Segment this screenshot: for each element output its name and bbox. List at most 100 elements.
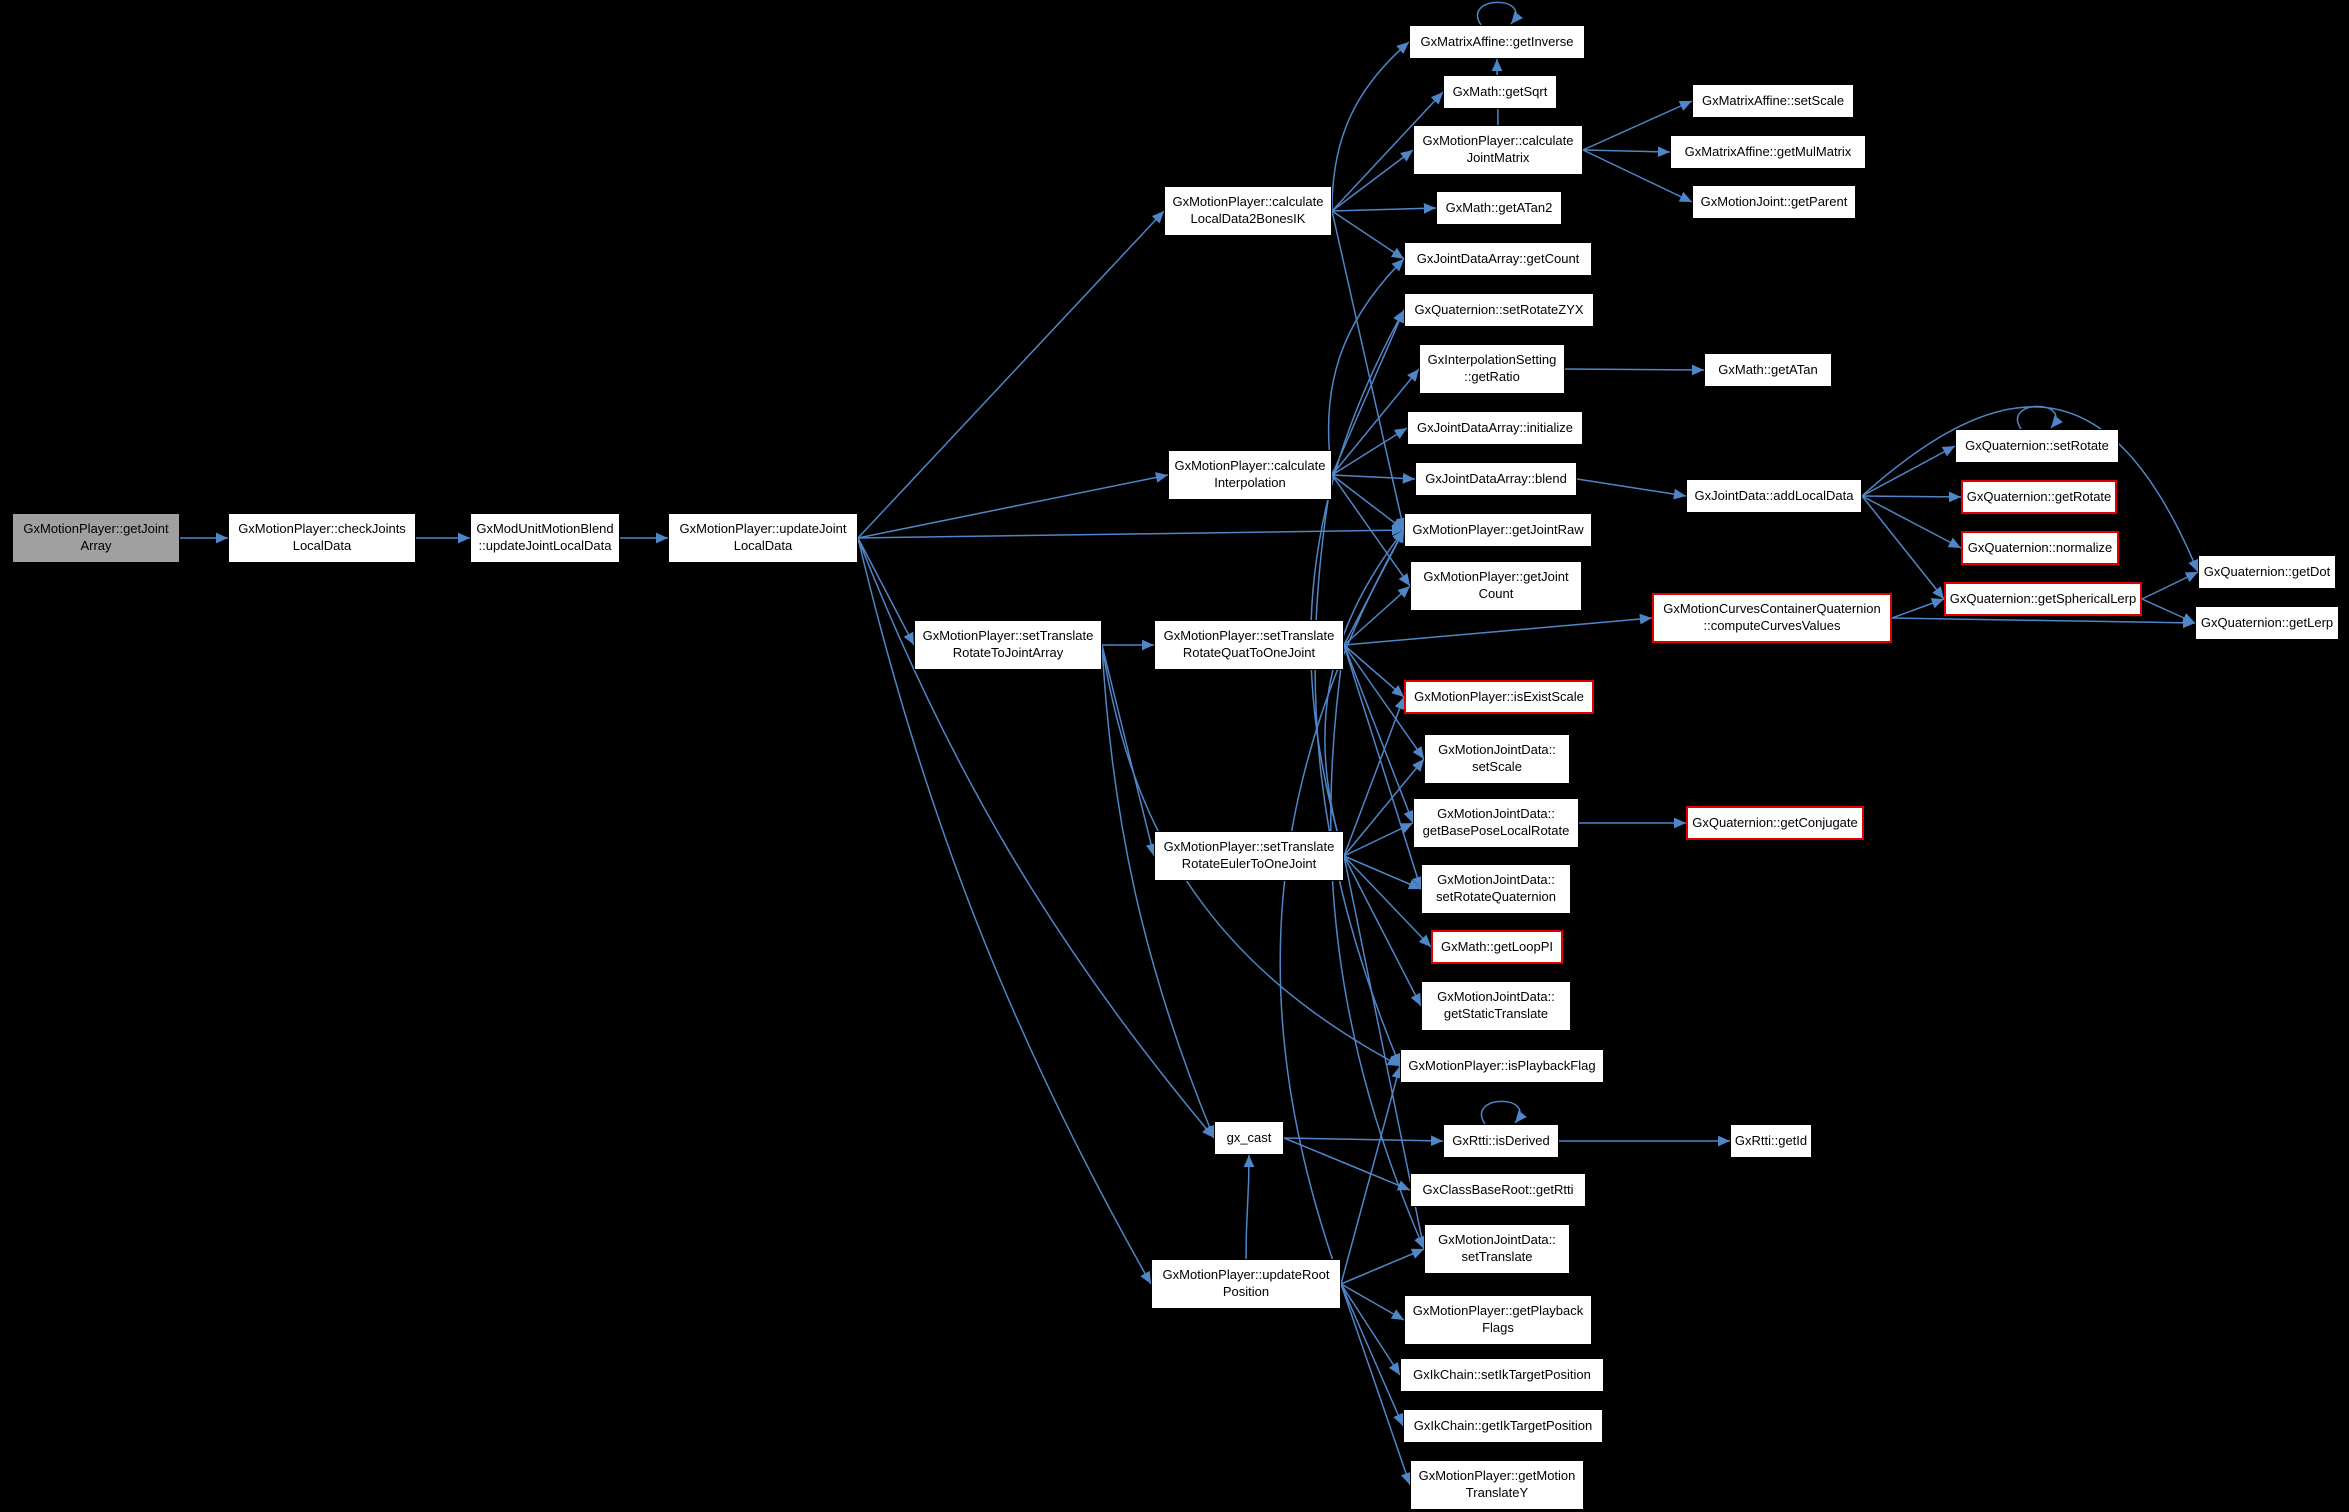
node-gxmotionplayer-checkjoints-localdata[interactable]: GxMotionPlayer::checkJoints LocalData [228, 513, 416, 563]
edge-n8-n23 [1343, 644, 1405, 698]
edge-n14-n38 [1582, 146, 1671, 158]
node-gxquaternion-setrotate[interactable]: GxQuaternion::setRotate [1955, 429, 2119, 463]
node-gxjointdataarray-blend[interactable]: GxJointDataArray::blend [1415, 462, 1577, 496]
node-gxmotionplayer-getjoint-array[interactable]: GxMotionPlayer::getJoint Array [12, 513, 180, 563]
node-gxmotionjointdata-getstatictranslate[interactable]: GxMotionJointData:: getStaticTranslate [1421, 981, 1571, 1031]
node-gxjointdataarray-getcount[interactable]: GxJointDataArray::getCount [1404, 242, 1592, 276]
node-gxmotionplayer-updatejoint-localdata[interactable]: GxMotionPlayer::updateJoint LocalData [668, 513, 858, 563]
node-gxmotionplayer-calculate-jointmatrix[interactable]: GxMotionPlayer::calculate JointMatrix [1413, 125, 1583, 175]
edge-n48-n47 [1891, 617, 2196, 629]
edge-n5-n15 [1331, 202, 1437, 214]
edge-n11-n21 [1279, 529, 1405, 1285]
edge-n6-n20 [1331, 473, 1416, 484]
edge-n11-n36 [1340, 1283, 1412, 1486]
edge-n4-n11 [857, 537, 1152, 1285]
node-gxinterpolationsetting-getratio[interactable]: GxInterpolationSetting ::getRatio [1419, 344, 1565, 394]
node-gxquaternion-getconjugate[interactable]: GxQuaternion::getConjugate [1686, 806, 1864, 840]
node-gxmotionjointdata-settranslate[interactable]: GxMotionJointData:: setTranslate [1424, 1224, 1570, 1274]
edge-n6-n22 [1331, 474, 1411, 587]
node-gxmodunitmotionblend-updatejointlocaldata[interactable]: GxModUnitMotionBlend ::updateJointLocalD… [470, 513, 620, 563]
edge-n9-n25 [1343, 822, 1414, 857]
edge-n12-n12 [1476, 1, 1523, 26]
edge-n9-n23 [1343, 696, 1405, 857]
node-gxmotioncurvescontainerquaternion-computecurvesvalues[interactable]: GxMotionCurvesContainerQuaternion ::comp… [1652, 593, 1892, 643]
edge-n11-n29 [1340, 1065, 1403, 1285]
node-gxmotionplayer-getplayback-flags[interactable]: GxMotionPlayer::getPlayback Flags [1404, 1295, 1592, 1345]
edge-n4-n7 [857, 537, 915, 646]
edge-n4-n6 [857, 472, 1169, 539]
edge-n8-n48 [1343, 613, 1653, 646]
edge-n9-n27 [1343, 855, 1432, 948]
edge-n5-n12 [1331, 41, 1410, 212]
edge-n43-n41 [1861, 445, 1956, 497]
edge-n7-n10 [1101, 644, 1215, 1139]
node-gxmotionjointdata-setrotatequaternion[interactable]: GxMotionJointData:: setRotateQuaternion [1421, 864, 1571, 914]
node-gxmath-getatan2[interactable]: GxMath::getATan2 [1436, 191, 1562, 225]
node-gxmotionplayer-settranslate-rotatequattoonejoint[interactable]: GxMotionPlayer::setTranslate RotateQuatT… [1154, 620, 1344, 670]
node-gxquaternion-getrotate[interactable]: GxQuaternion::getRotate [1961, 480, 2117, 514]
node-gxquaternion-getdot[interactable]: GxQuaternion::getDot [2198, 555, 2336, 589]
edge-n11-n32 [1340, 1248, 1425, 1285]
node-gxclassbaseroot-getrtti[interactable]: GxClassBaseRoot::getRtti [1410, 1173, 1586, 1207]
edge-n6-n21 [1331, 474, 1405, 531]
node-gxjointdata-addlocaldata[interactable]: GxJointData::addLocalData [1686, 479, 1862, 513]
node-gxmatrixaffine-getmulmatrix[interactable]: GxMatrixAffine::getMulMatrix [1670, 135, 1866, 169]
node-gxmotionplayer-isplaybackflag[interactable]: GxMotionPlayer::isPlaybackFlag [1400, 1049, 1604, 1083]
edge-n8-n24 [1343, 644, 1425, 760]
node-gxikchain-setiktargetposition[interactable]: GxIkChain::setIkTargetPosition [1400, 1358, 1604, 1392]
node-gxmotionplayer-settranslate-rotatetojointarray[interactable]: GxMotionPlayer::setTranslate RotateToJoi… [914, 620, 1102, 670]
edge-n10-n30 [1283, 1135, 1444, 1147]
edge-n43-n42 [1861, 491, 1962, 503]
edge-n14-n37 [1582, 100, 1693, 151]
edge-n48-n46 [1891, 598, 1945, 619]
edge-n14-n39 [1582, 149, 1693, 203]
edge-n9-n26 [1343, 855, 1422, 890]
node-gxquaternion-getsphericallerp[interactable]: GxQuaternion::getSphericalLerp [1944, 582, 2142, 616]
node-gxmotionplayer-settranslate-rotateeulertoonejoint[interactable]: GxMotionPlayer::setTranslate RotateEuler… [1154, 831, 1344, 881]
node-gxmotionplayer-getmotion-translatey[interactable]: GxMotionPlayer::getMotion TranslateY [1410, 1460, 1584, 1510]
edge-n6-n19 [1331, 427, 1408, 476]
node-gxquaternion-setrotatezyx[interactable]: GxQuaternion::setRotateZYX [1404, 293, 1594, 327]
node-gxquaternion-normalize[interactable]: GxQuaternion::normalize [1961, 531, 2119, 565]
edge-n11-n34 [1340, 1283, 1401, 1376]
edge-n7-n29 [1101, 644, 1401, 1067]
edge-n43-n45 [1861, 406, 2199, 573]
edge-n11-n33 [1340, 1283, 1405, 1321]
edge-n9-n24 [1343, 758, 1425, 857]
edge-n6-n16 [1327, 258, 1405, 476]
node-gxrtti-isderived[interactable]: GxRtti::isDerived [1443, 1124, 1559, 1158]
edge-n43-n44 [1861, 495, 1962, 549]
node-gxmotionplayer-getjointraw[interactable]: GxMotionPlayer::getJointRaw [1404, 513, 1592, 547]
node-gxrtti-getid[interactable]: GxRtti::getId [1730, 1124, 1812, 1158]
node-gxmath-getatan[interactable]: GxMath::getATan [1704, 353, 1832, 387]
edge-n9-n21 [1324, 529, 1405, 857]
node-gxmotionplayer-calculate-localdata2bonesik[interactable]: GxMotionPlayer::calculate LocalData2Bone… [1164, 186, 1332, 236]
edge-n7-n9 [1101, 644, 1157, 857]
node-gxmotionplayer-calculate-interpolation[interactable]: GxMotionPlayer::calculate Interpolation [1168, 450, 1332, 500]
node-gxmotionjointdata-setscale[interactable]: GxMotionJointData:: setScale [1424, 734, 1570, 784]
node-gxmatrixaffine-getinverse[interactable]: GxMatrixAffine::getInverse [1409, 25, 1585, 59]
node-gx-cast[interactable]: gx_cast [1214, 1121, 1284, 1155]
node-gxmotionplayer-isexistscale[interactable]: GxMotionPlayer::isExistScale [1404, 680, 1594, 714]
node-gxmath-getsqrt[interactable]: GxMath::getSqrt [1443, 75, 1557, 109]
node-gxquaternion-getlerp[interactable]: GxQuaternion::getLerp [2195, 606, 2339, 640]
edge-n41-n41 [2016, 405, 2063, 430]
node-gxmotionjointdata-getbaseposelocalrotate[interactable]: GxMotionJointData:: getBasePoseLocalRota… [1413, 798, 1579, 848]
edge-n10-n31 [1283, 1137, 1411, 1191]
node-gxmath-getlooppi[interactable]: GxMath::getLoopPI [1431, 930, 1563, 964]
edge-n11-n35 [1340, 1283, 1404, 1427]
edge-n9-n28 [1343, 855, 1422, 1007]
node-gxmotionplayer-getjoint-count[interactable]: GxMotionPlayer::getJoint Count [1410, 561, 1582, 611]
node-gxmotionplayer-updateroot-position[interactable]: GxMotionPlayer::updateRoot Position [1151, 1259, 1341, 1309]
edge-n4-n5 [857, 210, 1165, 539]
edge-n11-n10 [1243, 1154, 1255, 1260]
node-gxmatrixaffine-setscale[interactable]: GxMatrixAffine::setScale [1692, 84, 1854, 118]
node-gxjointdataarray-initialize[interactable]: GxJointDataArray::initialize [1407, 411, 1583, 445]
edge-n4-n10 [857, 537, 1215, 1139]
node-gxikchain-getiktargetposition[interactable]: GxIkChain::getIkTargetPosition [1403, 1409, 1603, 1443]
edge-n8-n26 [1343, 644, 1423, 890]
node-gxmotionjoint-getparent[interactable]: GxMotionJoint::getParent [1692, 185, 1856, 219]
